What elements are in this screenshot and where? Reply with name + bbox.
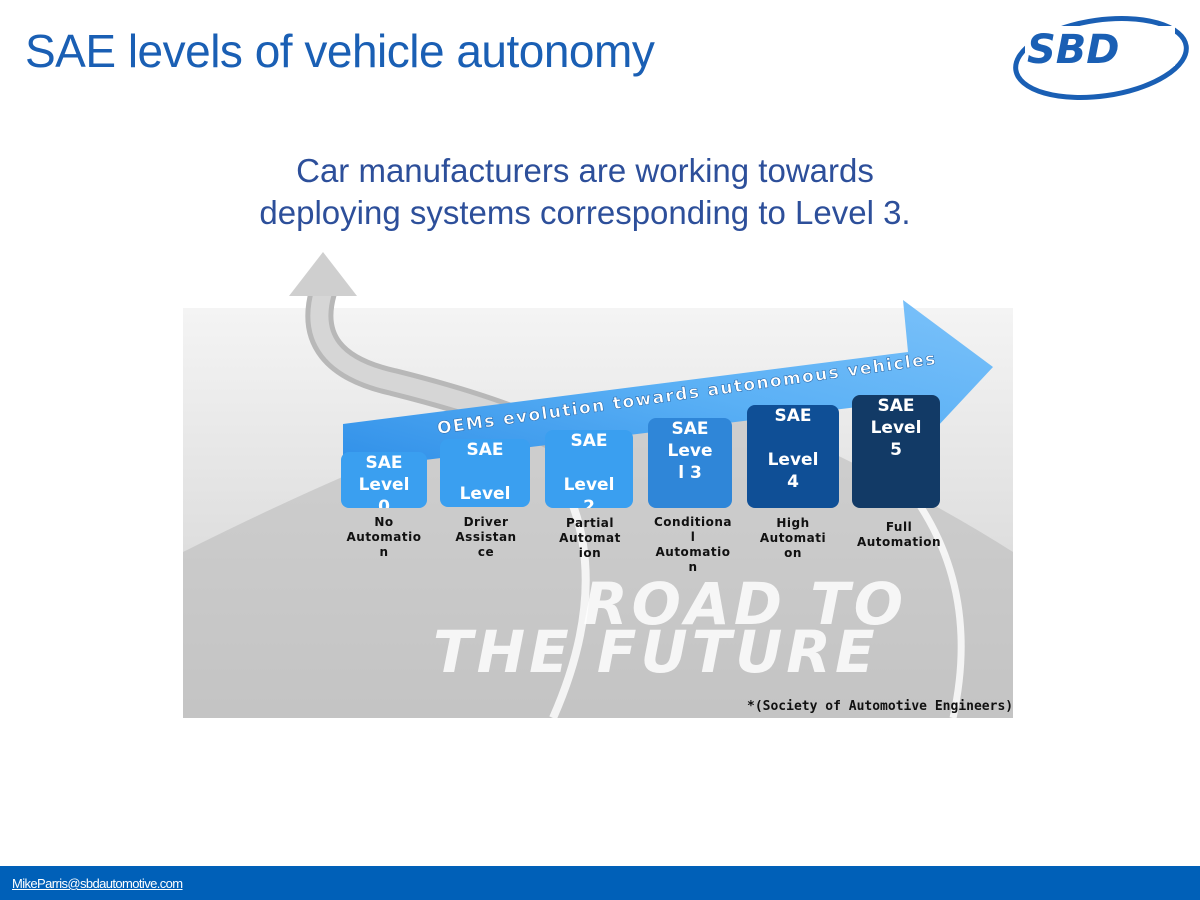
sae-level-2-description-line-0: Partial xyxy=(565,516,615,530)
slide-title: SAE levels of vehicle autonomy xyxy=(25,25,655,77)
sae-level-2-line-0: SAE xyxy=(570,431,608,451)
sae-level-4-line-1 xyxy=(747,427,839,449)
sae-level-1-box: SAE Level1 xyxy=(440,439,530,507)
sae-level-1-description-line-0: Driver xyxy=(463,515,509,529)
sae-level-4-line-0: SAE xyxy=(774,406,812,426)
sae-level-1-line-1 xyxy=(440,461,530,483)
email-link[interactable]: MikeParris@sbdautomotive.com xyxy=(12,876,183,891)
sae-level-4-line-2: Level xyxy=(767,450,819,470)
sae-level-1-description-line-1: Assistan xyxy=(455,530,517,544)
sae-level-3-description-line-0: Conditiona xyxy=(653,515,733,529)
sae-level-3-description-line-1: l xyxy=(690,530,696,544)
sae-level-3-line-0: SAE xyxy=(671,419,709,439)
sae-level-2-line-2: Level xyxy=(563,475,615,495)
sae-level-5-description-line-1: Automation xyxy=(856,535,942,549)
sae-level-1-line-0: SAE xyxy=(466,440,504,460)
sae-level-3-description-line-3: n xyxy=(688,560,698,574)
sae-level-0-description-line-1: Automatio xyxy=(346,530,422,544)
sae-level-0-line-0: SAE xyxy=(365,453,403,473)
logo-text: SBD xyxy=(1027,27,1120,73)
sae-level-1-description-line-2: ce xyxy=(477,545,495,559)
sae-level-3-line-2: l 3 xyxy=(678,463,702,483)
sae-level-1-line-2: Level xyxy=(459,484,511,504)
sae-level-2-line-3: 2 xyxy=(583,497,595,508)
sae-level-5-line-2: 5 xyxy=(890,440,902,460)
sae-level-2-line-1 xyxy=(545,452,633,474)
sae-level-0-description-line-2: n xyxy=(379,545,389,559)
sae-level-5-line-0: SAE xyxy=(877,396,915,416)
footer-bar xyxy=(0,866,1200,900)
subtitle-line-2: deploying systems corresponding to Level… xyxy=(259,194,911,231)
sae-level-2-box: SAE Level 2 xyxy=(545,430,633,508)
road-text-line-2: THE FUTURE xyxy=(433,618,879,686)
sbd-logo: SBD xyxy=(1013,16,1189,100)
subtitle-line-1: Car manufacturers are working towards xyxy=(296,152,874,189)
road-text-line-1: ROAD TO xyxy=(583,570,907,638)
sae-level-3-line-1: Leve xyxy=(667,441,713,461)
sae-level-0-description-line-0: No xyxy=(374,515,394,529)
sae-level-2-description-line-2: ion xyxy=(578,546,602,560)
sae-level-5-description-line-0: Full xyxy=(885,520,913,534)
sae-level-0-line-1: Level xyxy=(358,475,410,495)
sae-level-4-description-line-2: on xyxy=(784,546,802,560)
footnote: *(Society of Automotive Engineers) xyxy=(747,699,1014,714)
road-to-future-graphic: ROAD TO THE FUTURE OEMs evolution toward… xyxy=(183,252,1013,718)
sae-level-0-line-2: 0 xyxy=(378,497,390,508)
sae-level-5-line-1: Level xyxy=(870,418,922,438)
sae-level-4-description-line-1: Automati xyxy=(759,531,827,545)
sae-level-1-line-3: 1 xyxy=(440,505,530,507)
sae-level-4-line-3: 4 xyxy=(787,472,799,492)
sae-level-3-description-line-2: Automatio xyxy=(655,545,731,559)
sae-level-2-description-line-1: Automat xyxy=(559,531,621,545)
sae-level-4-description-line-0: High xyxy=(776,516,810,530)
